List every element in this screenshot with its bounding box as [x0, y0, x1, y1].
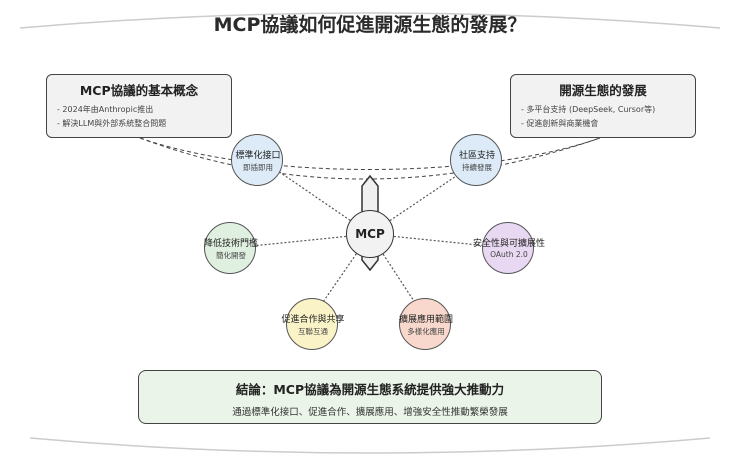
node-subtitle: 簡化開發 [216, 251, 246, 260]
mcp-hub: MCP [346, 210, 394, 258]
node-subtitle: 持續發展 [462, 163, 492, 172]
conclusion-title: 結論：MCP協議為開源生態系統提供強大推動力 [235, 382, 505, 397]
concept-item: - 2024年由Anthropic推出 [57, 105, 154, 114]
top-arc [19, 12, 721, 29]
page-title: MCP協議如何促進開源生態的發展？ [213, 14, 527, 36]
ecosystem-item: - 多平台支持 (DeepSeek, Cursor等) [521, 105, 656, 114]
node-title: 降低技術門檻 [203, 239, 258, 249]
dashed-curve-left [139, 137, 601, 180]
dashed-curve-right [139, 137, 601, 170]
node-subtitle: 多樣化應用 [407, 327, 445, 336]
ecosystem-item: - 促進創新與商業機會 [521, 119, 599, 128]
node-title: 擴展應用範圍 [398, 315, 453, 325]
concept-box: MCP協議的基本概念 - 2024年由Anthropic推出 - 解決LLM與外… [46, 74, 232, 138]
node-standard-interface: 標準化接口 即插即用 [231, 134, 283, 186]
node-community-support: 社區支持 持續發展 [450, 134, 502, 186]
bottom-arc [29, 437, 711, 454]
node-expand-applications: 擴展應用範圍 多樣化應用 [399, 298, 453, 350]
node-subtitle: 互聯互通 [298, 327, 328, 336]
node-title: 標準化接口 [235, 151, 281, 161]
concept-item: - 解決LLM與外部系統整合問題 [57, 119, 167, 128]
conclusion-box: 結論：MCP協議為開源生態系統提供強大推動力 通過標準化接口、促進合作、擴展應用… [138, 370, 602, 424]
node-collaboration: 促進合作與共享 互聯互通 [281, 298, 345, 350]
conclusion-subtitle: 通過標準化接口、促進合作、擴展應用、增強安全性推動繁榮發展 [232, 407, 508, 418]
node-title: 社區支持 [458, 151, 495, 161]
node-title: 安全性與可擴展性 [472, 239, 545, 249]
node-security-scalability: 安全性與可擴展性 OAuth 2.0 [473, 222, 545, 274]
ecosystem-box-title: 開源生態的發展 [559, 83, 647, 98]
spoke-security [369, 233, 509, 249]
node-title: 促進合作與共享 [281, 315, 345, 325]
node-subtitle: OAuth 2.0 [490, 250, 528, 259]
ecosystem-box: 開源生態的發展 - 多平台支持 (DeepSeek, Cursor等) - 促進… [510, 74, 696, 138]
concept-box-title: MCP協議的基本概念 [79, 83, 199, 98]
node-subtitle: 即插即用 [243, 163, 273, 172]
spoke-lower-barrier [231, 233, 371, 249]
node-lower-barrier: 降低技術門檻 簡化開發 [204, 222, 258, 274]
